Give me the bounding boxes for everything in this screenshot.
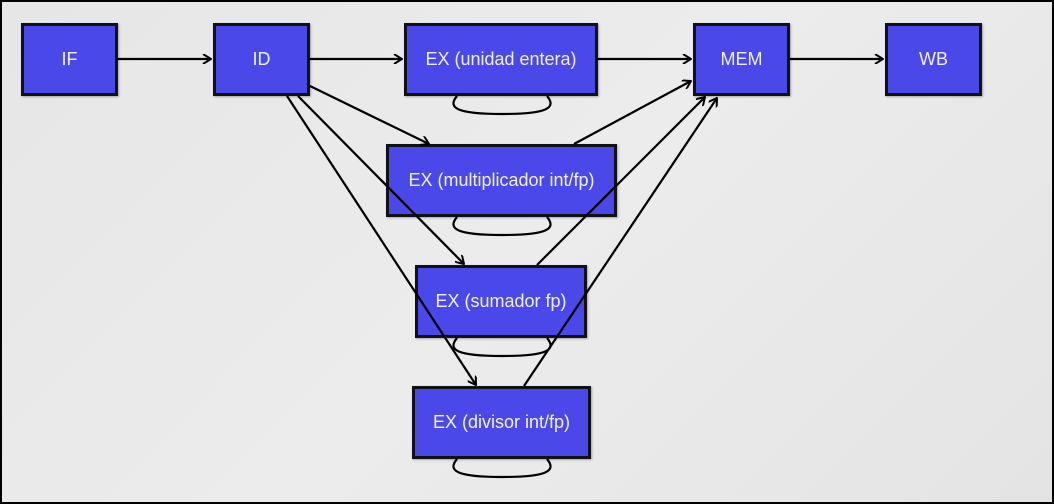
self-loop-ex-multiplier	[452, 216, 552, 237]
node-id: ID	[213, 23, 310, 96]
node-wb-label: WB	[919, 49, 948, 69]
node-ex-integer-label: EX (unidad entera)	[425, 49, 577, 69]
self-loop-ex-adder	[452, 337, 552, 358]
node-ex-adder-label: EX (sumador fp)	[435, 291, 567, 311]
node-if-label: IF	[61, 49, 78, 69]
node-mem-label: MEM	[720, 49, 763, 69]
node-ex-divider: EX (divisor int/fp)	[412, 386, 591, 459]
node-id-label: ID	[252, 49, 271, 69]
node-ex-multiplier: EX (multiplicador int/fp)	[386, 144, 617, 217]
node-ex-divider-label: EX (divisor int/fp)	[432, 412, 571, 432]
edge-ex-divider-mem	[523, 98, 717, 387]
self-loop-ex-divider	[452, 458, 552, 479]
node-mem: MEM	[693, 23, 790, 96]
node-if: IF	[21, 23, 118, 96]
node-ex-integer: EX (unidad entera)	[404, 23, 598, 96]
self-loop-ex-integer	[452, 95, 552, 116]
node-ex-adder: EX (sumador fp)	[415, 265, 587, 338]
edge-id-ex-divider	[286, 95, 476, 385]
node-wb: WB	[885, 23, 982, 96]
node-ex-multiplier-label: EX (multiplicador int/fp)	[408, 170, 595, 190]
